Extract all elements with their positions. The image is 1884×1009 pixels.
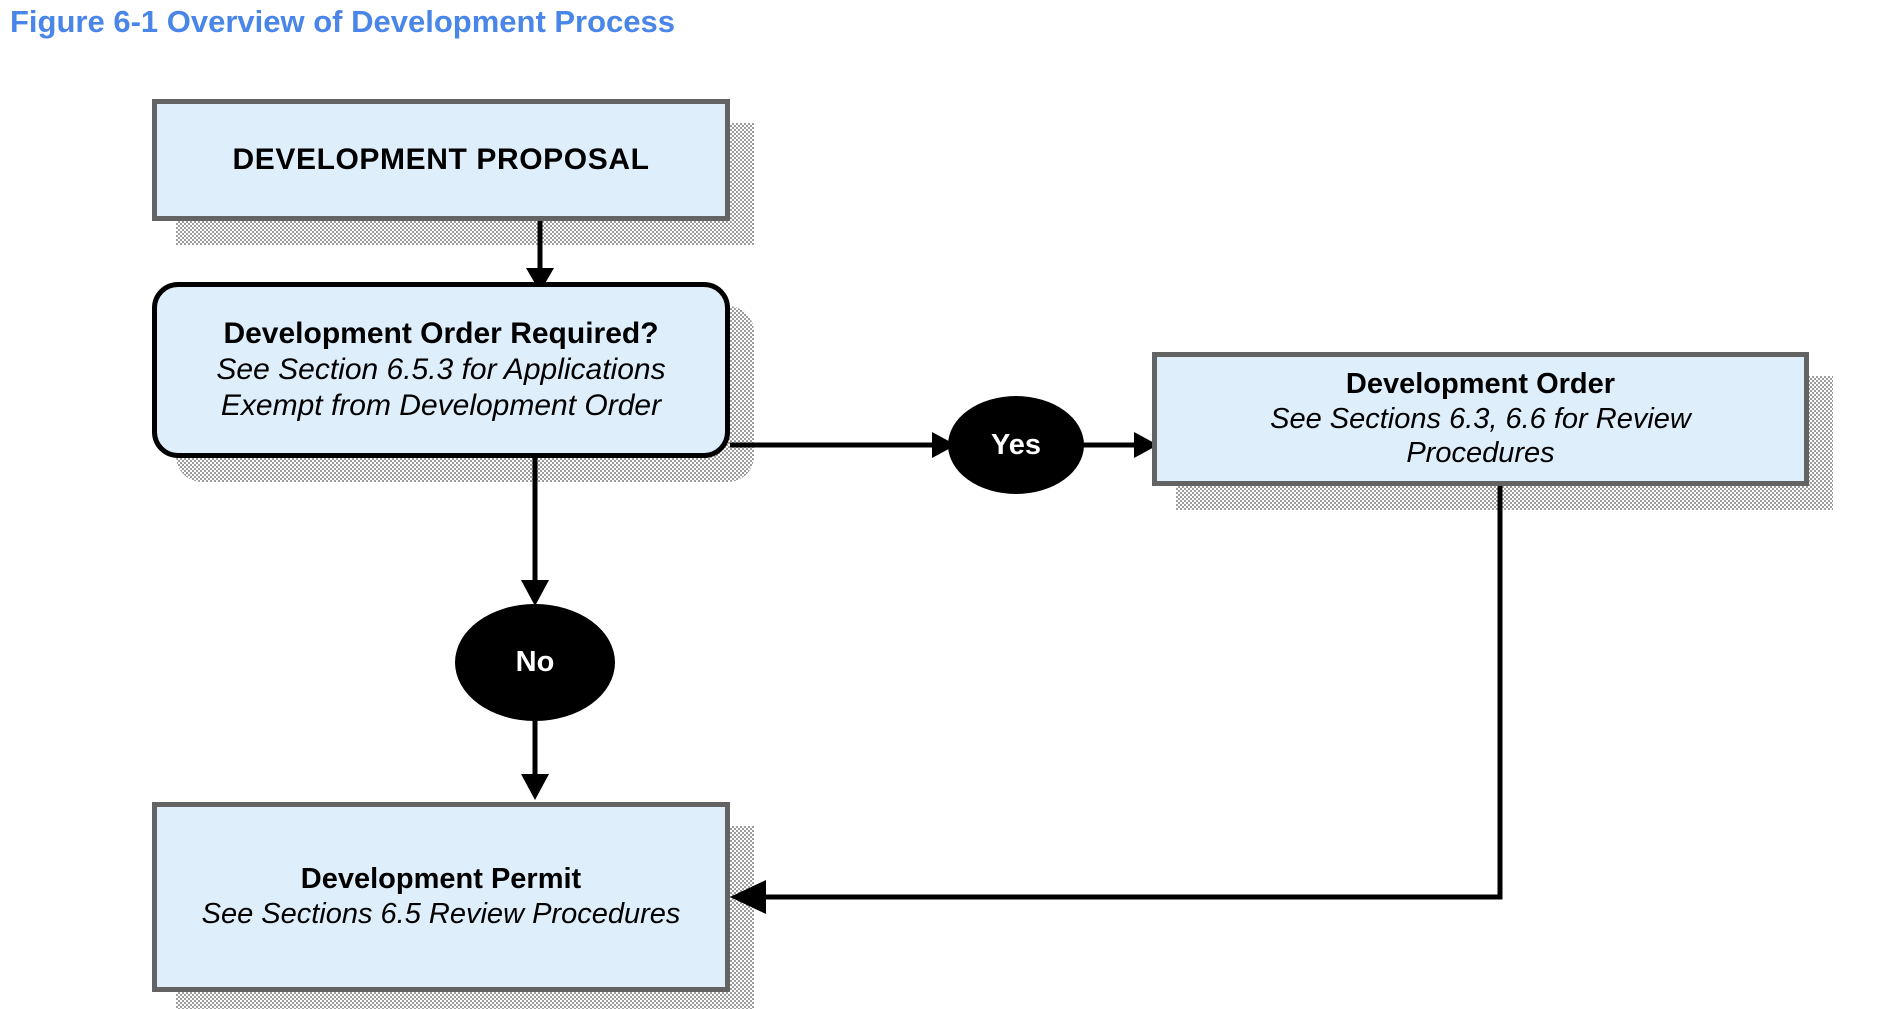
node-subtitle-line-2: Procedures — [1406, 436, 1555, 469]
node-development-proposal[interactable]: DEVELOPMENT PROPOSAL — [152, 99, 730, 221]
branch-label-yes[interactable]: Yes — [948, 396, 1084, 494]
branch-label-yes-text: Yes — [991, 428, 1041, 461]
node-title: Development Permit — [300, 863, 582, 896]
connector-decision-to-yes — [730, 432, 956, 458]
connector-order-to-permit — [730, 486, 1503, 914]
connector-no-to-permit — [521, 721, 549, 800]
node-subtitle-line-1: See Section 6.5.3 for Applications — [216, 353, 666, 387]
node-subtitle-line-1: See Sections 6.5 Review Procedures — [201, 897, 681, 930]
node-title: DEVELOPMENT PROPOSAL — [232, 143, 650, 177]
node-subtitle-line-2: Exempt from Development Order — [220, 388, 662, 422]
node-title: Development Order Required? — [223, 316, 659, 350]
page-title: Figure 6-1 Overview of Development Proce… — [10, 4, 676, 39]
node-subtitle-line-1: See Sections 6.3, 6.6 for Review — [1270, 402, 1691, 435]
branch-label-no[interactable]: No — [455, 604, 615, 721]
branch-label-no-text: No — [515, 646, 555, 678]
node-development-order[interactable]: Development Order See Sections 6.3, 6.6 … — [1152, 352, 1809, 486]
node-development-order-required[interactable]: Development Order Required? See Section … — [152, 282, 730, 458]
connector-yes-to-order — [1080, 432, 1158, 458]
node-title: Development Order — [1345, 368, 1616, 401]
node-development-permit[interactable]: Development Permit See Sections 6.5 Revi… — [152, 802, 730, 992]
